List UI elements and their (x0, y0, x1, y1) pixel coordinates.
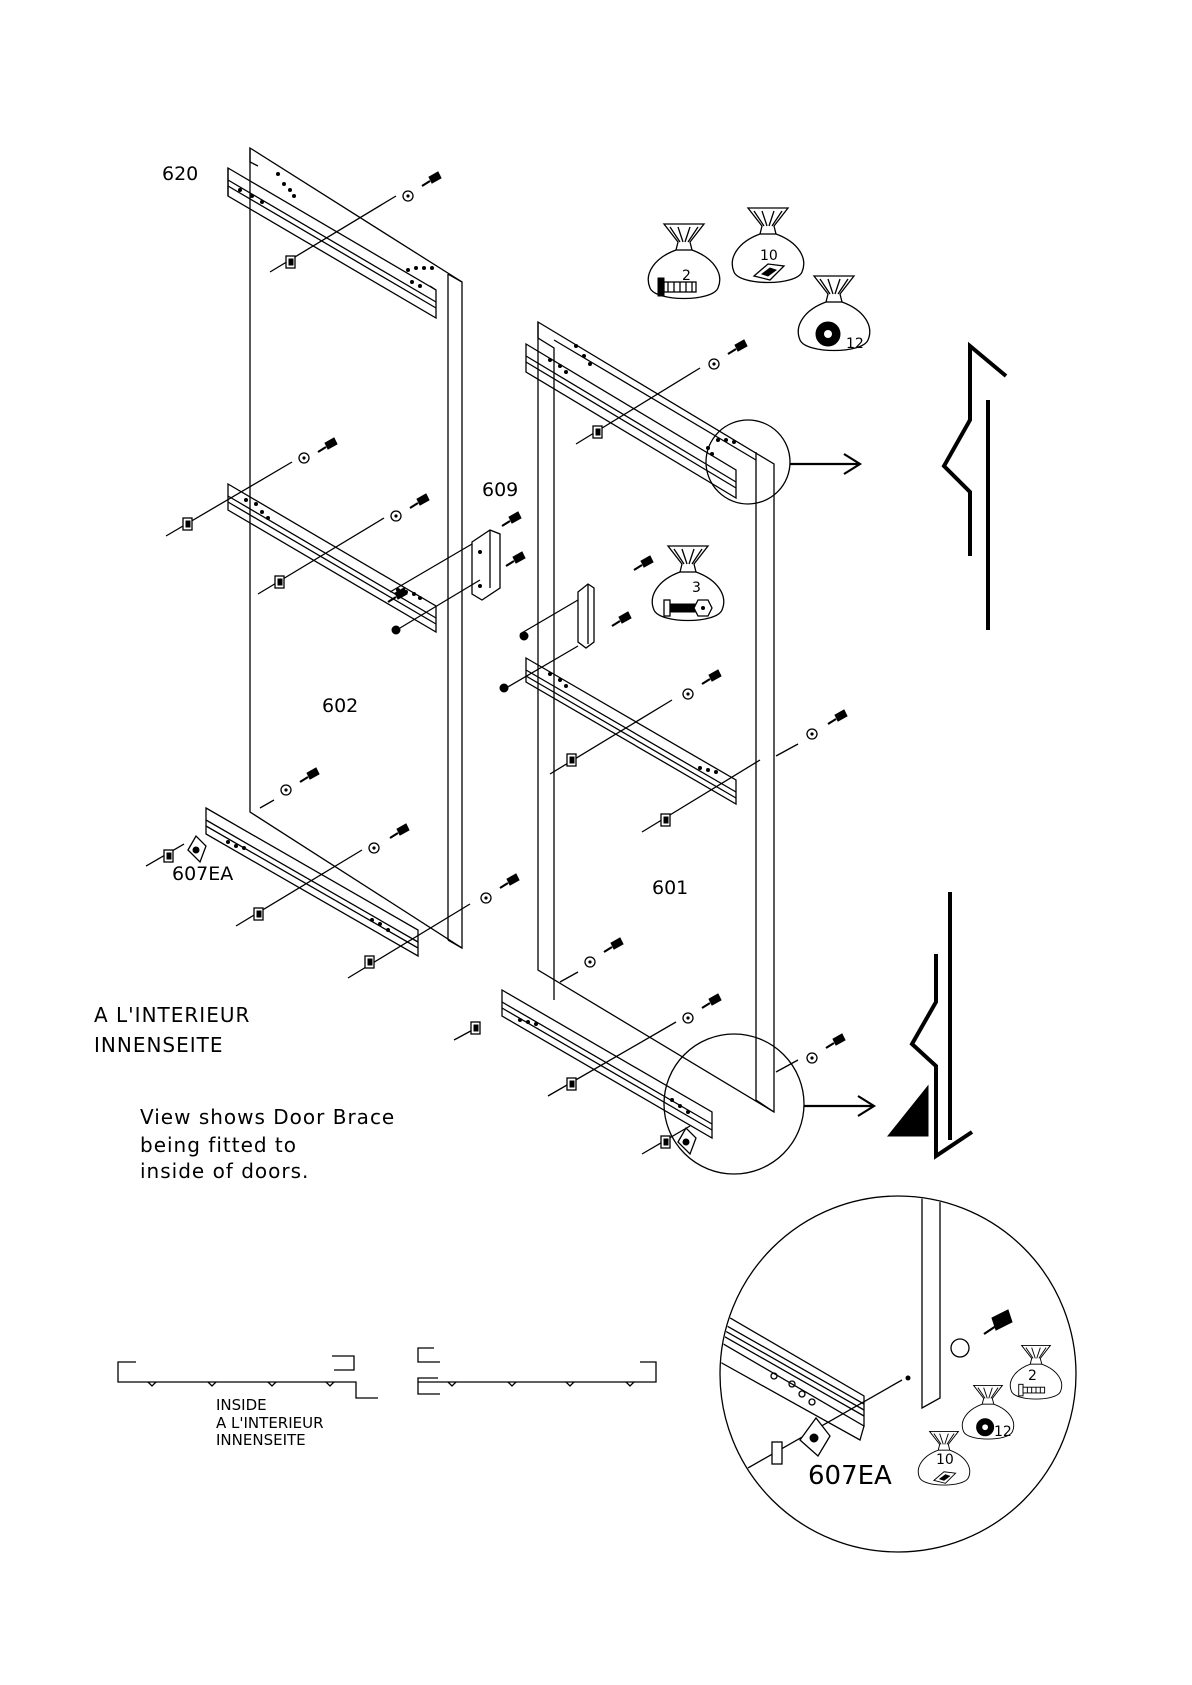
part-label-602: 602 (322, 695, 358, 717)
section-inside-fr: A L'INTERIEUR (216, 1414, 324, 1432)
door-601-fasteners (454, 340, 847, 1154)
detail-bag-nut-10-count: 10 (936, 1452, 954, 1468)
arrow-top (790, 454, 860, 474)
part-label-620: 620 (162, 163, 198, 185)
bag-bolt-2-count: 2 (682, 268, 691, 284)
arrow-bottom (804, 1096, 874, 1116)
bag-bolt-nut-3-count: 3 (692, 580, 701, 596)
part-label-609: 609 (482, 479, 518, 501)
bag-nut-10-count: 10 (760, 248, 778, 264)
note-line-3: inside of doors. (140, 1159, 309, 1183)
bracket-609-right (500, 556, 653, 692)
inside-label-de: INNENSEITE (94, 1033, 224, 1057)
bag-bolt-nut-3 (652, 546, 723, 621)
profile-detail-top (944, 346, 1006, 630)
bag-bolt-2 (648, 224, 719, 299)
section-inside-de: INNENSEITE (216, 1431, 306, 1449)
note-line-1: View shows Door Brace (140, 1105, 395, 1129)
profile-detail-bottom (888, 892, 972, 1156)
bag-washer-12-count: 12 (846, 336, 864, 352)
corner-bracket-607ea (188, 836, 206, 862)
part-label-607ea: 607EA (172, 863, 233, 885)
section-inside: INSIDE (216, 1396, 267, 1414)
detail-circle-bottom (664, 1034, 804, 1174)
inside-label-fr: A L'INTERIEUR (94, 1003, 250, 1027)
door-601 (502, 322, 774, 1138)
detail-bag-washer-12-count: 12 (994, 1424, 1012, 1440)
door-602-holes (226, 172, 434, 932)
part-label-601: 601 (652, 877, 688, 899)
bag-nut-10 (732, 208, 803, 283)
door-cross-section (118, 1348, 656, 1398)
detail-label-607ea: 607EA (808, 1461, 892, 1491)
detail-bag-bolt-2-count: 2 (1028, 1368, 1037, 1384)
note-line-2: being fitted to (140, 1133, 297, 1157)
detail-circle-top (706, 420, 790, 504)
